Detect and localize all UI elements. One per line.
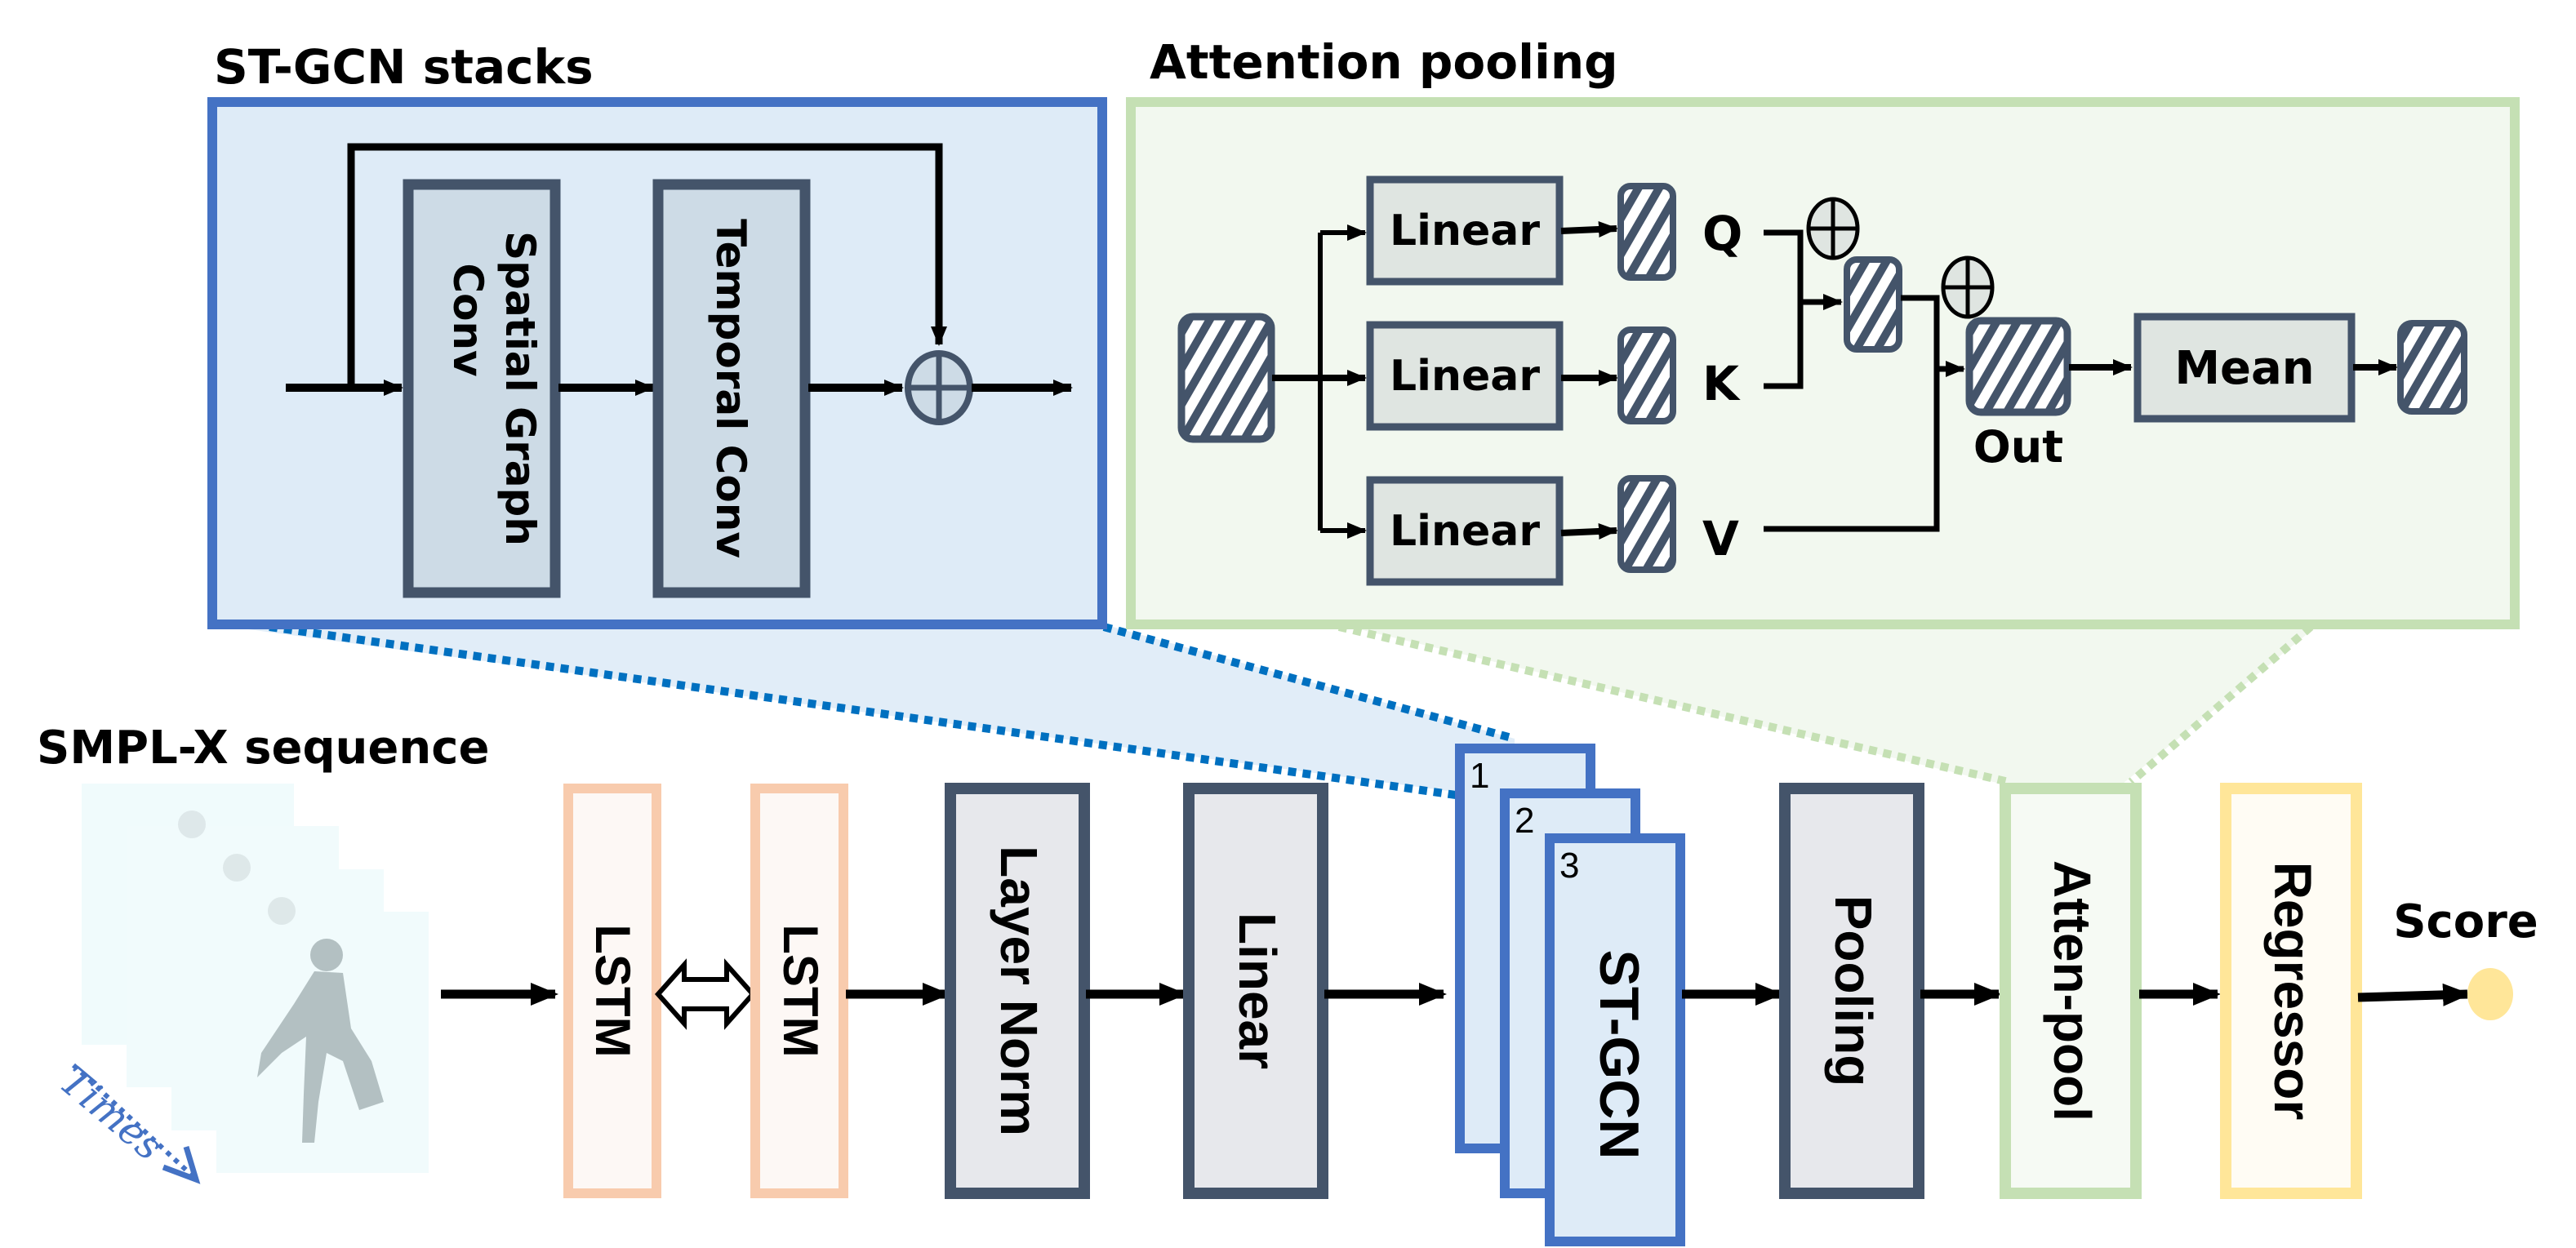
- input-title: SMPL-X sequence: [37, 722, 489, 775]
- stgcn-label: ST-GCN: [1588, 950, 1650, 1160]
- stgcn-zoom-line-left: [269, 623, 1462, 800]
- stgcn-zoom-line-right: [1102, 623, 1516, 743]
- q-label: Q: [1702, 206, 1742, 261]
- mean-block: [2133, 313, 2356, 423]
- v-line: [1764, 367, 1940, 532]
- mean-label: Mean: [2174, 342, 2314, 395]
- temporal-conv-block: [652, 179, 811, 598]
- attn-zoom-projection: [1339, 624, 2319, 784]
- human-figure-icon: [257, 939, 384, 1143]
- linear-q-out-arrow: [1560, 220, 1618, 238]
- attenpool-block: [2000, 783, 2142, 1199]
- skip-connection-arrow: [347, 143, 947, 384]
- stgcn-panel-title: ST-GCN stacks: [214, 39, 594, 95]
- linear-q-label: Linear: [1390, 207, 1540, 255]
- linear-q-block: [1366, 175, 1564, 286]
- stgcn-layer-1-number: 1: [1470, 756, 1489, 796]
- v-token: [1617, 475, 1676, 573]
- score-output-dot: [2467, 968, 2513, 1020]
- attenpool-label: Atten-pool: [2043, 860, 2102, 1121]
- v-label: V: [1702, 511, 1739, 566]
- attention-weights-token: [1844, 256, 1902, 353]
- linear-k-label: Linear: [1390, 352, 1540, 401]
- regressor-label: Regressor: [2263, 862, 2322, 1121]
- lstm-backward-label: LSTM: [773, 924, 828, 1057]
- linear-k-block: [1366, 321, 1564, 431]
- linear-v-out-arrow: [1560, 522, 1618, 540]
- attn-to-out-line: [1901, 295, 1940, 367]
- out-token: [1965, 317, 2071, 416]
- linear-v-label: Linear: [1390, 507, 1540, 556]
- pooling-label: Pooling: [1824, 895, 1883, 1087]
- spatial-conv-label: Conv: [444, 263, 492, 376]
- ghost-figures: [178, 811, 296, 925]
- lstm-forward-block: [563, 784, 661, 1198]
- q-token: [1617, 183, 1676, 281]
- k-label: K: [1702, 356, 1741, 411]
- attn-zoom-line-right: [2128, 624, 2314, 785]
- regressor-to-score-arrow: [2357, 983, 2471, 1006]
- pooling-block: [1779, 783, 1924, 1199]
- linear-block: [1183, 783, 1328, 1199]
- score-label: Score: [2393, 895, 2538, 948]
- linear-v-block: [1366, 476, 1564, 586]
- attention-panel-title: Attention pooling: [1150, 34, 1618, 90]
- k-token: [1617, 326, 1676, 424]
- temporal-conv-label: Temporal Conv: [707, 219, 754, 558]
- attn-zoom-line-left: [1337, 623, 2010, 786]
- stgcn-layer-3-number: 3: [1559, 846, 1579, 886]
- attn-output-token: [2397, 320, 2467, 415]
- attn-input-token: [1177, 313, 1275, 443]
- k-line: [1764, 314, 1804, 389]
- bidirectional-arrow-icon: [654, 958, 757, 1030]
- layernorm-block: [945, 783, 1090, 1199]
- out-label: Out: [1973, 421, 2063, 473]
- layernorm-label: Layer Norm: [990, 846, 1048, 1136]
- linear-label: Linear: [1228, 913, 1287, 1069]
- stgcn-layer-2-number: 2: [1515, 801, 1534, 841]
- stgcn-layer-3: [1545, 833, 1685, 1246]
- spatial-graph-conv-block: [403, 179, 561, 598]
- spatial-graph-label: Spatial Graph: [496, 231, 544, 546]
- q-line: [1764, 229, 1804, 314]
- lstm-backward-block: [750, 784, 848, 1198]
- regressor-block: [2220, 783, 2362, 1199]
- lstm-forward-label: LSTM: [585, 924, 640, 1057]
- smplx-frames: [82, 784, 429, 1173]
- time-arrow-head: [162, 1145, 201, 1184]
